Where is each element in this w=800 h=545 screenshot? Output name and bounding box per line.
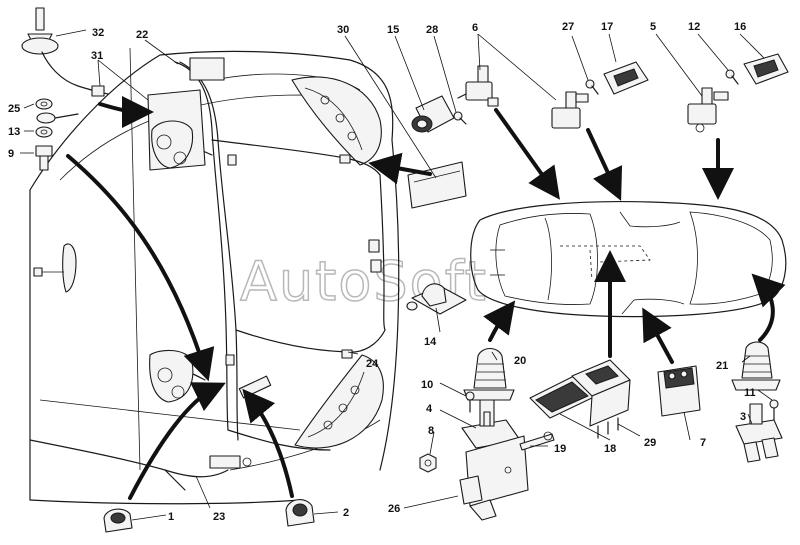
callout-27: 27 [562, 21, 574, 33]
car-top-view [470, 200, 787, 318]
part-16-lamp-cover [743, 53, 789, 85]
callout-8: 8 [428, 425, 434, 437]
ring-terminal [36, 112, 79, 124]
bolt-9 [35, 145, 53, 171]
screw-27 [585, 79, 599, 95]
part-15-lamp-housing [411, 95, 455, 133]
callout-7: 7 [700, 437, 706, 449]
part-29-switch [571, 359, 631, 439]
washer-25 [35, 98, 53, 110]
body-shell [29, 47, 400, 505]
callout-24: 24 [366, 358, 379, 370]
shock-tower-top [147, 89, 206, 171]
side-lamp [62, 243, 77, 293]
part-6-door-switch-right [551, 91, 589, 129]
callout-5: 5 [650, 21, 656, 33]
clamp-2 [285, 499, 315, 527]
callout-11: 11 [744, 387, 756, 399]
callout-15: 15 [387, 24, 399, 36]
callout-13: 13 [8, 126, 20, 138]
callout-19: 19 [554, 443, 566, 455]
callout-26: 26 [388, 503, 400, 515]
callout-16: 16 [734, 21, 746, 33]
part-21-boot [731, 341, 781, 391]
headlamp-top [291, 76, 382, 166]
screw-28 [453, 111, 467, 125]
callout-1: 1 [168, 511, 174, 523]
callout-10: 10 [421, 379, 433, 391]
callout-28: 28 [426, 24, 438, 36]
part-3-switch [735, 403, 783, 463]
screw-12 [725, 69, 739, 85]
callout-23: 23 [213, 511, 225, 523]
part-18-cover [529, 375, 597, 419]
callout-17: 17 [601, 21, 613, 33]
part-5-door-switch [687, 87, 729, 133]
part-20-boot [463, 347, 515, 401]
part-19-rod [519, 431, 555, 451]
callout-12: 12 [688, 21, 700, 33]
callout-30: 30 [337, 24, 349, 36]
pointer-arrows [66, 95, 786, 500]
part-26-bracket [459, 435, 529, 521]
screw-10 [465, 391, 475, 413]
callout-14: 14 [424, 336, 437, 348]
part-32-battery-cable [21, 7, 109, 97]
callout-18: 18 [604, 443, 616, 455]
nut-8 [419, 453, 437, 473]
callout-32: 32 [92, 27, 104, 39]
leader-lines [20, 29, 773, 521]
callout-29: 29 [644, 437, 656, 449]
washer-13 [35, 126, 53, 138]
callout-2: 2 [343, 507, 349, 519]
headlamp-bottom [294, 354, 384, 449]
part-30-trim-strip [407, 161, 467, 209]
screw-11 [769, 399, 779, 421]
callout-9: 9 [8, 148, 14, 160]
callout-labels: 32 31 22 25 13 9 30 15 28 6 27 17 5 12 1… [8, 21, 756, 523]
wiring-harness [29, 57, 386, 491]
part-7-switch [657, 365, 701, 417]
part-17-lamp-cover [603, 61, 649, 95]
clamp-1 [103, 508, 133, 533]
callout-25: 25 [8, 103, 20, 115]
shock-tower-bottom [149, 349, 194, 403]
part-14-clip [406, 283, 467, 315]
callout-31: 31 [91, 50, 103, 62]
callout-3: 3 [740, 411, 746, 423]
part-6-door-switch-left [457, 65, 499, 107]
callout-20: 20 [514, 355, 526, 367]
callout-22: 22 [136, 29, 148, 41]
callout-21: 21 [716, 360, 728, 372]
callout-4: 4 [426, 403, 433, 415]
callout-6: 6 [472, 22, 478, 34]
